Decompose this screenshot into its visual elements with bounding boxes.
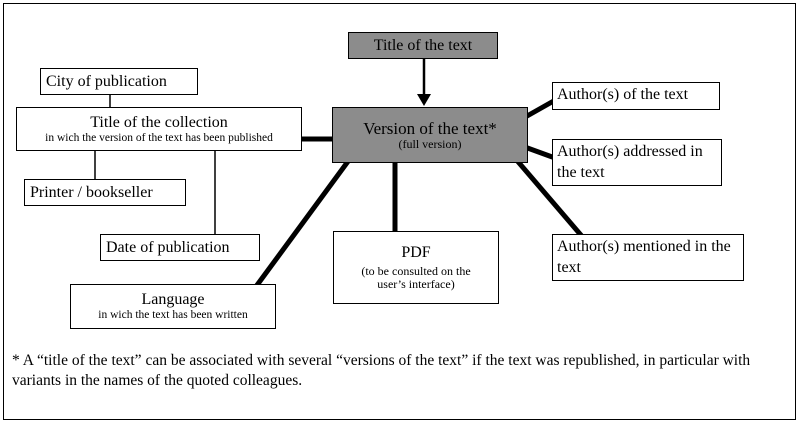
node-version-of-the-text: Version of the text* (full version) [332, 107, 528, 163]
node-pdf-sub: (to be consulted on the user’s interface… [361, 263, 471, 291]
node-author-of-label: Author(s) of the text [557, 86, 689, 103]
node-authors-mentioned: Author(s) mentioned in the text [552, 234, 744, 281]
node-authors-addressed: Author(s) addressed in the text [552, 139, 722, 186]
node-language: Language in wich the text has been writt… [70, 284, 276, 329]
node-city-of-publication: City of publication [40, 68, 198, 95]
connector-version-language [249, 158, 352, 294]
node-collection-sub: in wich the version of the text has been… [45, 131, 273, 144]
node-language-label: Language [141, 291, 205, 309]
node-authors-of-the-text: Author(s) of the text [552, 82, 720, 110]
node-version-label: Version of the text* [363, 118, 497, 138]
node-language-sub: in wich the text has been written [98, 309, 248, 322]
node-author-mentioned-label: Author(s) mentioned in the text [557, 238, 731, 276]
node-date-label: Date of publication [106, 238, 230, 256]
connector-version-author-mentioned [512, 155, 594, 250]
node-collection-label: Title of the collection [90, 113, 228, 131]
node-author-addressed-label: Author(s) addressed in the text [557, 143, 703, 181]
node-city-label: City of publication [46, 72, 167, 90]
node-title-of-the-text: Title of the text [348, 32, 498, 59]
node-title-of-the-text-label: Title of the text [373, 36, 473, 54]
node-title-of-the-collection: Title of the collection in wich the vers… [16, 107, 302, 151]
footnote-text: * A “title of the text” can be associate… [12, 352, 751, 390]
arrow-title-to-version-head [417, 94, 431, 106]
node-date-of-publication: Date of publication [100, 234, 260, 261]
node-version-sub: (full version) [398, 136, 462, 151]
node-printer-label: Printer / bookseller [30, 183, 153, 201]
node-pdf: PDF (to be consulted on the user’s inter… [333, 231, 499, 304]
outer-border [3, 3, 796, 420]
node-pdf-label: PDF [401, 243, 431, 261]
node-printer-bookseller: Printer / bookseller [24, 179, 186, 206]
